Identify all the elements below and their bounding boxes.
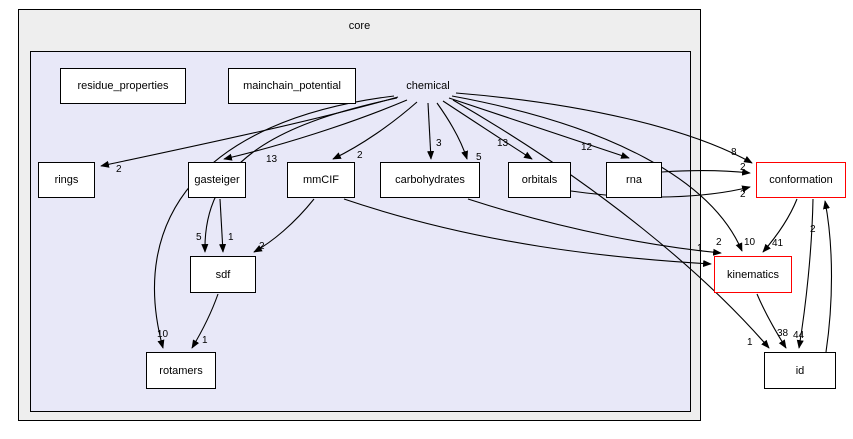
node-gasteiger[interactable]: gasteiger xyxy=(188,162,246,198)
edge-count-chemical-conformation: 8 xyxy=(731,147,737,158)
edge-count-conformation-id: 44 xyxy=(793,330,805,341)
node-residue-properties[interactable]: residue_properties xyxy=(60,68,186,104)
edge-count-chemical-kinematics: 10 xyxy=(744,237,756,248)
node-rings[interactable]: rings xyxy=(38,162,95,198)
node-kinematics[interactable]: kinematics xyxy=(714,256,792,293)
node-mmcif[interactable]: mmCIF xyxy=(287,162,355,198)
cluster-chemical xyxy=(30,51,691,412)
node-rna[interactable]: rna xyxy=(606,162,662,198)
edge-count-orbitals-conformation: 2 xyxy=(740,189,746,200)
edge-count-id-conformation: 2 xyxy=(810,224,816,235)
node-carbohydrates[interactable]: carbohydrates xyxy=(380,162,480,198)
node-rotamers[interactable]: rotamers xyxy=(146,352,216,389)
node-conformation[interactable]: conformation xyxy=(756,162,846,198)
node-id[interactable]: id xyxy=(764,352,836,389)
edge-count-chemical-id: 1 xyxy=(747,337,753,348)
edge-count-rna-conformation: 2 xyxy=(740,162,746,173)
node-orbitals[interactable]: orbitals xyxy=(508,162,571,198)
edge-conformation-kinematics xyxy=(762,198,798,253)
edge-conformation-id xyxy=(796,198,814,349)
cluster-core-label[interactable]: core xyxy=(348,20,371,32)
edge-count-kinematics-id: 38 xyxy=(777,328,789,339)
edge-kinematics-id xyxy=(756,293,787,349)
cluster-chemical-label[interactable]: chemical xyxy=(406,80,450,92)
edge-count-conformation-kinematics: 41 xyxy=(772,238,784,249)
edge-count-carbohydrates-kinematics: 2 xyxy=(716,237,722,248)
edge-id-conformation xyxy=(823,200,833,353)
node-mainchain-potential[interactable]: mainchain_potential xyxy=(228,68,356,104)
node-sdf[interactable]: sdf xyxy=(190,256,256,293)
